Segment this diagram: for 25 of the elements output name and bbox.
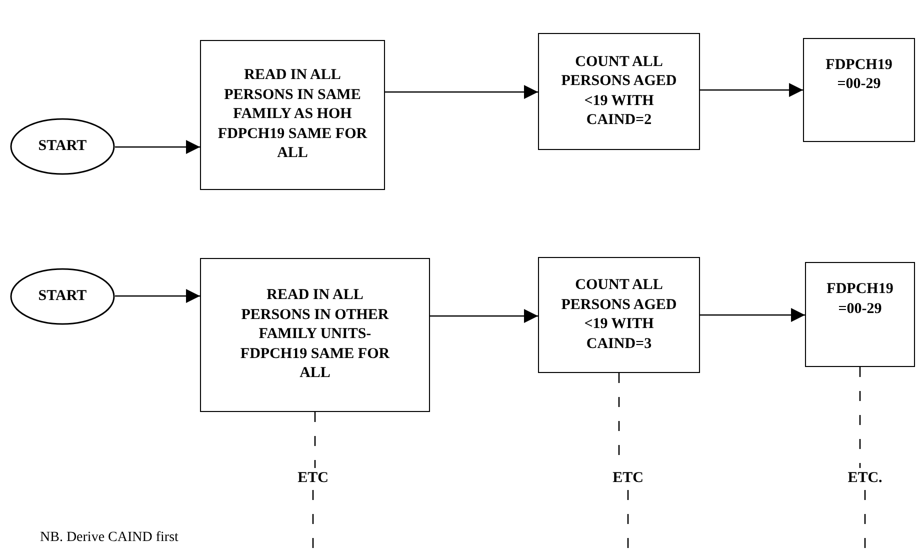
arrow: [700, 83, 803, 97]
node-label: READ IN ALL PERSONS IN OTHER FAMILY UNITS- FDPCH19 SAME FOR ALL: [239, 286, 391, 384]
process-box: [200, 258, 430, 412]
start-terminal: [10, 268, 115, 325]
node-label: COUNT ALL PERSONS AGED <19 WITH CAIND=2: [560, 52, 678, 130]
arrow: [385, 85, 538, 99]
node-label: COUNT ALL PERSONS AGED <19 WITH CAIND=3: [560, 276, 678, 354]
arrow: [115, 289, 200, 303]
node-label: READ IN ALL PERSONS IN SAME FAMILY AS HOH FDPCH19 SAME FOR ALL: [216, 66, 368, 164]
dashed-line: [314, 412, 316, 468]
node-label: FDPCH19 =00-29: [826, 280, 894, 318]
note-text: NB. Derive CAIND first: [40, 530, 178, 546]
dashed-line: [859, 367, 861, 468]
arrow: [430, 309, 538, 323]
arrow: [115, 140, 200, 154]
process-box: [538, 257, 700, 373]
process-box: [200, 40, 385, 190]
process-box: [803, 38, 915, 142]
process-box: [805, 262, 915, 367]
node-label: START: [38, 286, 87, 306]
node-label: START: [38, 136, 87, 156]
node-label: FDPCH19 =00-29: [824, 56, 894, 94]
arrow: [700, 308, 805, 322]
start-terminal: [10, 118, 115, 175]
process-box: [538, 33, 700, 150]
